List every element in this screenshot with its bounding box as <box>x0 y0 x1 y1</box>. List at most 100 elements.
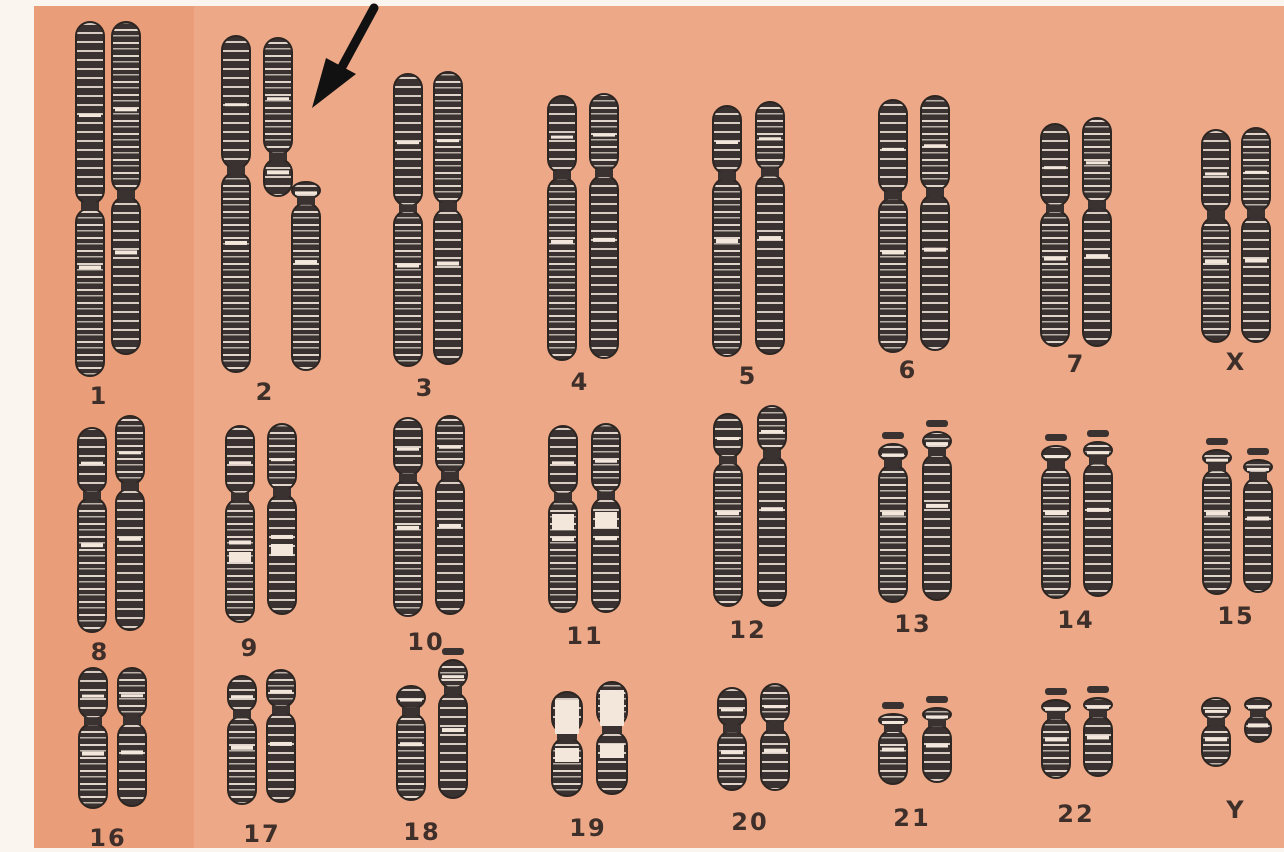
chromosome-pair-13 <box>878 420 952 603</box>
chromatid-x-2 <box>1241 127 1271 344</box>
chromatid-2-3 <box>291 181 321 371</box>
chromatid-4-1 <box>547 95 577 361</box>
chromatid-3-2 <box>433 71 463 365</box>
pair-label-4: 4 <box>571 368 590 396</box>
pair-label-10: 10 <box>407 628 444 656</box>
chromatid-13-1 <box>878 432 908 603</box>
chromatid-10-2 <box>435 415 465 615</box>
pale-band <box>555 700 579 734</box>
chromosome-pair-x <box>1201 127 1271 344</box>
chromatid-12-1 <box>713 413 743 607</box>
chromatid-13-2 <box>922 420 952 601</box>
pale-band <box>600 744 624 758</box>
chromatid-3-1 <box>393 73 423 367</box>
pair-label-17: 17 <box>243 820 280 848</box>
chromatid-8-1 <box>77 427 107 633</box>
chromatid-17-2 <box>266 669 296 803</box>
chromatid-10-1 <box>393 417 423 617</box>
chromatid-21-1 <box>878 702 908 785</box>
chromatid-2-2 <box>263 37 293 197</box>
pair-labels: 1 2 3 4 5 6 7 X 8 9 10 11 12 13 14 15 16… <box>89 348 1254 852</box>
arrow-icon <box>312 3 379 108</box>
chromosome-pair-12 <box>713 405 787 607</box>
pair-label-16: 16 <box>89 824 126 852</box>
chromatid-y-1 <box>1201 697 1231 767</box>
pair-label-x: X <box>1226 348 1247 376</box>
chromatid-4-2 <box>589 93 619 359</box>
chromatid-6-2 <box>920 95 950 351</box>
pale-band <box>552 514 574 530</box>
chromatid-18-1 <box>396 685 426 802</box>
chromatid-17-1 <box>227 675 257 806</box>
pair-label-12: 12 <box>729 616 766 644</box>
chromatid-22-1 <box>1041 688 1071 779</box>
chromatid-16-2 <box>117 667 147 807</box>
pair-label-2: 2 <box>256 378 275 406</box>
chromosome-pair-7 <box>1040 117 1112 347</box>
chromatid-20-2 <box>760 683 790 792</box>
pair-label-9: 9 <box>241 634 260 662</box>
chromatid-14-1 <box>1041 434 1071 599</box>
chromatid-9-2 <box>267 423 297 615</box>
pale-band <box>229 552 251 562</box>
chromatid-x-1 <box>1201 129 1231 343</box>
pair-label-5: 5 <box>739 362 758 390</box>
chromatid-6-1 <box>878 99 908 353</box>
chromosome-pair-6 <box>878 95 950 353</box>
pale-band <box>271 544 293 556</box>
chromosome-pair-22 <box>1041 686 1113 779</box>
chromatid-14-2 <box>1083 430 1113 598</box>
pair-label-3: 3 <box>416 374 435 402</box>
chromatid-1-1 <box>75 21 105 377</box>
chromosome-pair-2 <box>221 35 321 373</box>
chromatid-y-2 <box>1244 697 1272 744</box>
chromosome-pair-3 <box>393 71 463 367</box>
pair-label-1: 1 <box>90 382 109 410</box>
chromosome-pair-4 <box>547 93 619 361</box>
chromatid-5-1 <box>712 105 742 357</box>
chromatid-12-2 <box>757 405 787 607</box>
pair-label-11: 11 <box>566 622 603 650</box>
chromatid-16-1 <box>78 667 108 810</box>
chromosome-pair-18 <box>396 648 468 802</box>
chromosome-pair-8 <box>77 415 145 633</box>
pair-label-20: 20 <box>731 808 768 836</box>
pair-label-8: 8 <box>91 638 110 666</box>
pair-label-21: 21 <box>893 804 930 832</box>
pale-band <box>595 512 617 528</box>
pale-band <box>555 748 579 762</box>
chromatid-20-1 <box>717 687 747 791</box>
chromosome-pair-1 <box>75 21 141 377</box>
chromatid-7-1 <box>1040 123 1070 347</box>
chromatid-5-2 <box>755 101 785 355</box>
pair-label-6: 6 <box>899 356 918 384</box>
chromatid-8-2 <box>115 415 145 631</box>
chromosome-pair-10 <box>393 415 465 617</box>
chromatid-21-2 <box>922 696 952 783</box>
chromatid-9-1 <box>225 425 255 623</box>
pair-label-7: 7 <box>1067 350 1086 378</box>
chromatid-2-1 <box>221 35 251 373</box>
chromosomes <box>75 21 1273 810</box>
chromosome-pair-5 <box>712 101 785 357</box>
chromatid-7-2 <box>1082 117 1112 347</box>
chromatid-22-2 <box>1083 686 1113 777</box>
chromatid-15-1 <box>1202 438 1232 595</box>
chromatid-1-2 <box>111 21 141 355</box>
chromosome-pair-y <box>1201 697 1272 767</box>
chromosome-pair-14 <box>1041 430 1113 599</box>
pair-label-15: 15 <box>1217 602 1254 630</box>
pale-band <box>600 690 624 726</box>
pair-label-y: Y <box>1225 796 1245 824</box>
chromosome-pair-17 <box>227 669 296 806</box>
pair-label-19: 19 <box>569 814 606 842</box>
pair-label-14: 14 <box>1057 606 1094 634</box>
chromosome-pair-20 <box>717 683 790 792</box>
pair-label-22: 22 <box>1057 800 1094 828</box>
chromosome-pair-21 <box>878 696 952 785</box>
chromosome-pair-16 <box>78 667 147 810</box>
chromosome-pair-15 <box>1202 438 1273 595</box>
chromatid-18-2 <box>438 648 468 799</box>
chromatid-15-2 <box>1243 448 1273 593</box>
